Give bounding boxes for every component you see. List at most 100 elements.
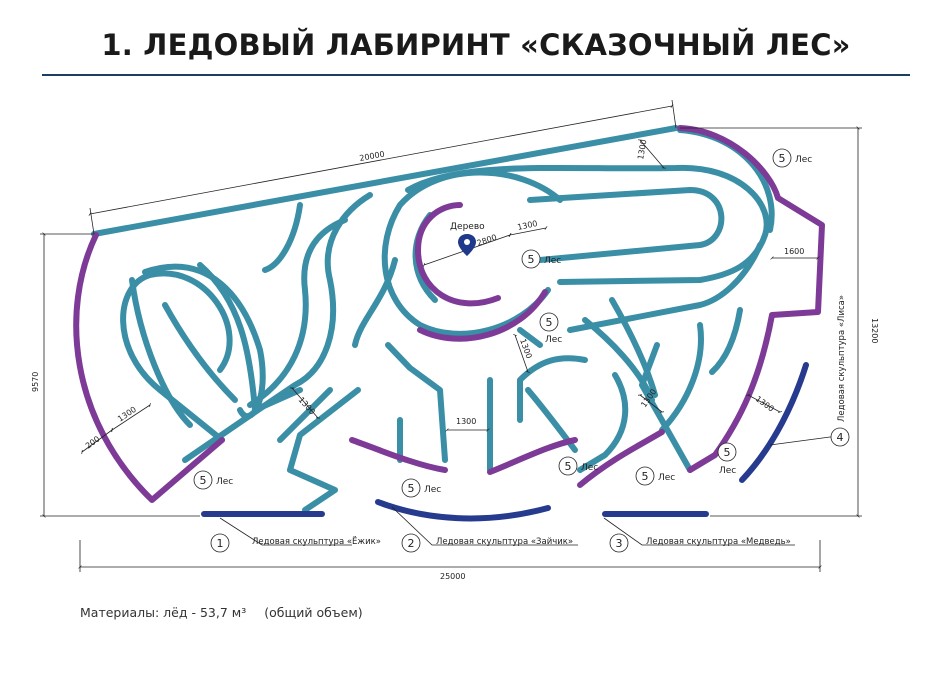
dim-right-label: 13200 — [870, 318, 879, 343]
svg-text:Ледовая скульптура «Лиса»: Ледовая скульптура «Лиса» — [837, 295, 847, 422]
forest-badge: 5 Лес — [401, 478, 441, 498]
materials-note: Материалы: лёд - 53,7 м³ (общий объем) — [80, 605, 363, 620]
dim-path-right — [637, 394, 665, 413]
sculpture-hare-bar — [375, 499, 551, 522]
dim-path-ring — [513, 333, 530, 374]
outer-top-wall — [91, 125, 679, 237]
forest-top-right-arc — [677, 125, 825, 473]
forest-badges: 5 Лес 5 Лес 5 Лес 5 Лес 5 Лес 5 Лес — [193, 148, 812, 498]
forest-badge: 5 Лес — [717, 442, 737, 476]
dim-path-top-label: 1300 — [636, 139, 648, 161]
right-wall-7 — [525, 387, 578, 453]
dim-path-right-2-label: 1300 — [754, 394, 776, 413]
svg-text:5: 5 — [200, 474, 207, 487]
svg-text:5: 5 — [546, 316, 553, 329]
svg-text:Ледовая скульптура «Ёжик»: Ледовая скульптура «Ёжик» — [252, 536, 381, 547]
dim-wall-left — [81, 427, 113, 455]
dim-offset-label: 1600 — [784, 247, 804, 256]
svg-text:Ледовая скульптура «Зайчик»: Ледовая скульптура «Зайчик» — [436, 537, 573, 547]
dim-path-gap-label: 1300 — [456, 417, 476, 426]
center-wall-7 — [352, 257, 398, 348]
center-wall-1 — [385, 342, 448, 463]
svg-text:5: 5 — [408, 482, 415, 495]
dim-path-center — [508, 226, 548, 237]
svg-text:Лес: Лес — [216, 477, 233, 487]
dim-wall-left-label: 200 — [84, 434, 102, 450]
loop-track-ring — [677, 127, 775, 233]
right-wall-9 — [639, 342, 693, 473]
svg-text:5: 5 — [642, 470, 649, 483]
svg-text:Лес: Лес — [795, 155, 812, 165]
svg-text:1: 1 — [217, 537, 224, 550]
page-title: 1. ЛЕДОВЫЙ ЛАБИРИНТ «СКАЗОЧНЫЙ ЛЕС» — [101, 28, 851, 62]
title-rule — [42, 74, 910, 76]
svg-text:3: 3 — [616, 537, 623, 550]
sculpture-hare-label: 2 Ледовая скульптура «Зайчик» — [401, 533, 573, 553]
wave-wall-3 — [162, 302, 238, 403]
forest-badge: 5 Лес — [539, 312, 562, 345]
forest-center-arc — [417, 289, 548, 342]
right-wall-6 — [577, 372, 629, 473]
materials-text: Материалы: лёд - 53,7 м³ — [80, 605, 247, 620]
forest-bottom-right-2 — [577, 429, 665, 488]
tree-marker: Дерево — [450, 222, 485, 256]
forest-bottom-center — [349, 437, 448, 473]
forest-badge: 5 Лес — [558, 456, 598, 476]
forest-walls — [73, 125, 825, 503]
dim-bottom-label: 25000 — [440, 572, 465, 581]
svg-text:5: 5 — [779, 152, 786, 165]
forest-badge: 5 Лес — [772, 148, 812, 168]
dim-path-left — [111, 402, 151, 433]
forest-left-arc — [73, 232, 225, 503]
dim-top-line — [88, 104, 674, 216]
svg-text:Лес: Лес — [658, 473, 675, 483]
dim-path-top — [637, 139, 667, 169]
svg-text:2: 2 — [408, 537, 415, 550]
wave-wall-7 — [247, 217, 348, 408]
center-wall-3 — [517, 327, 543, 348]
wave-wall-1 — [129, 277, 193, 428]
maze-walls — [91, 125, 775, 513]
center-wall-5 — [287, 387, 361, 513]
sculpture-fox-bar — [739, 362, 809, 483]
dim-tree-label: 2800 — [476, 233, 498, 248]
sculpture-hedgehog-label: 1 Ледовая скульптура «Ёжик» — [210, 533, 381, 553]
svg-text:5: 5 — [724, 446, 731, 459]
sculpture-bear-label: 3 Ледовая скульптура «Медведь» — [609, 533, 791, 553]
tree-label: Дерево — [450, 222, 485, 232]
dim-top-label: 20000 — [359, 150, 386, 163]
svg-text:5: 5 — [565, 460, 572, 473]
right-wall-8 — [517, 355, 588, 423]
forest-badge: 5 Лес — [193, 470, 233, 490]
svg-text:Лес: Лес — [545, 335, 562, 345]
forest-badge: 5 Лес — [635, 466, 675, 486]
dim-path-right-2 — [745, 394, 783, 413]
right-wall-5 — [609, 297, 658, 398]
forest-bottom-right — [487, 437, 578, 475]
svg-text:Ледовая скульптура «Медведь»: Ледовая скульптура «Медведь» — [646, 537, 791, 547]
right-wall-3 — [659, 322, 704, 433]
materials-volume-note: (общий объем) — [264, 605, 363, 620]
dim-path-center-label: 1300 — [517, 219, 539, 232]
svg-text:Лес: Лес — [719, 466, 736, 476]
loop-track-inner — [527, 187, 725, 263]
sculpture-walls — [201, 362, 809, 522]
left-loop-wall — [120, 270, 233, 443]
right-wall-2 — [709, 307, 743, 375]
right-wall-1 — [567, 242, 763, 333]
wave-wall-6 — [182, 192, 373, 463]
sculpture-fox-label: 4 Ледовая скульптура «Лиса» — [830, 295, 850, 447]
dim-path-left-label: 1300 — [116, 405, 138, 424]
svg-text:Лес: Лес — [424, 485, 441, 495]
dim-left-label: 9570 — [31, 372, 40, 392]
dimension-lines — [40, 99, 862, 572]
dim-path-mid — [289, 387, 321, 419]
svg-text:5: 5 — [528, 253, 535, 266]
forest-tree-ring — [415, 202, 501, 307]
wave-wall-4 — [262, 202, 303, 273]
forest-badge: 5 Лес — [521, 249, 561, 269]
svg-text:4: 4 — [837, 431, 844, 444]
svg-text:Лес: Лес — [581, 463, 598, 473]
svg-text:Лес: Лес — [544, 256, 561, 266]
